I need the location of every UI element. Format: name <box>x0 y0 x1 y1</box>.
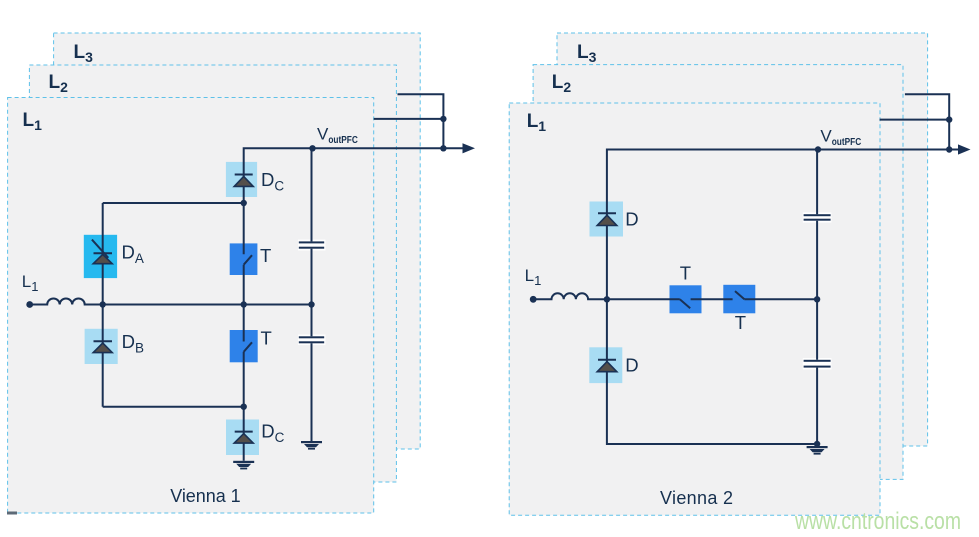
svg-text:D: D <box>625 209 638 230</box>
svg-text:www.cntronics.com: www.cntronics.com <box>794 508 961 535</box>
svg-text:T: T <box>735 312 746 333</box>
svg-text:T: T <box>680 262 691 283</box>
svg-text:Vienna 2: Vienna 2 <box>660 488 733 508</box>
svg-text:T: T <box>260 245 271 266</box>
svg-text:Vienna 1: Vienna 1 <box>170 486 241 506</box>
svg-text:T: T <box>261 328 272 349</box>
svg-text:D: D <box>625 354 638 375</box>
